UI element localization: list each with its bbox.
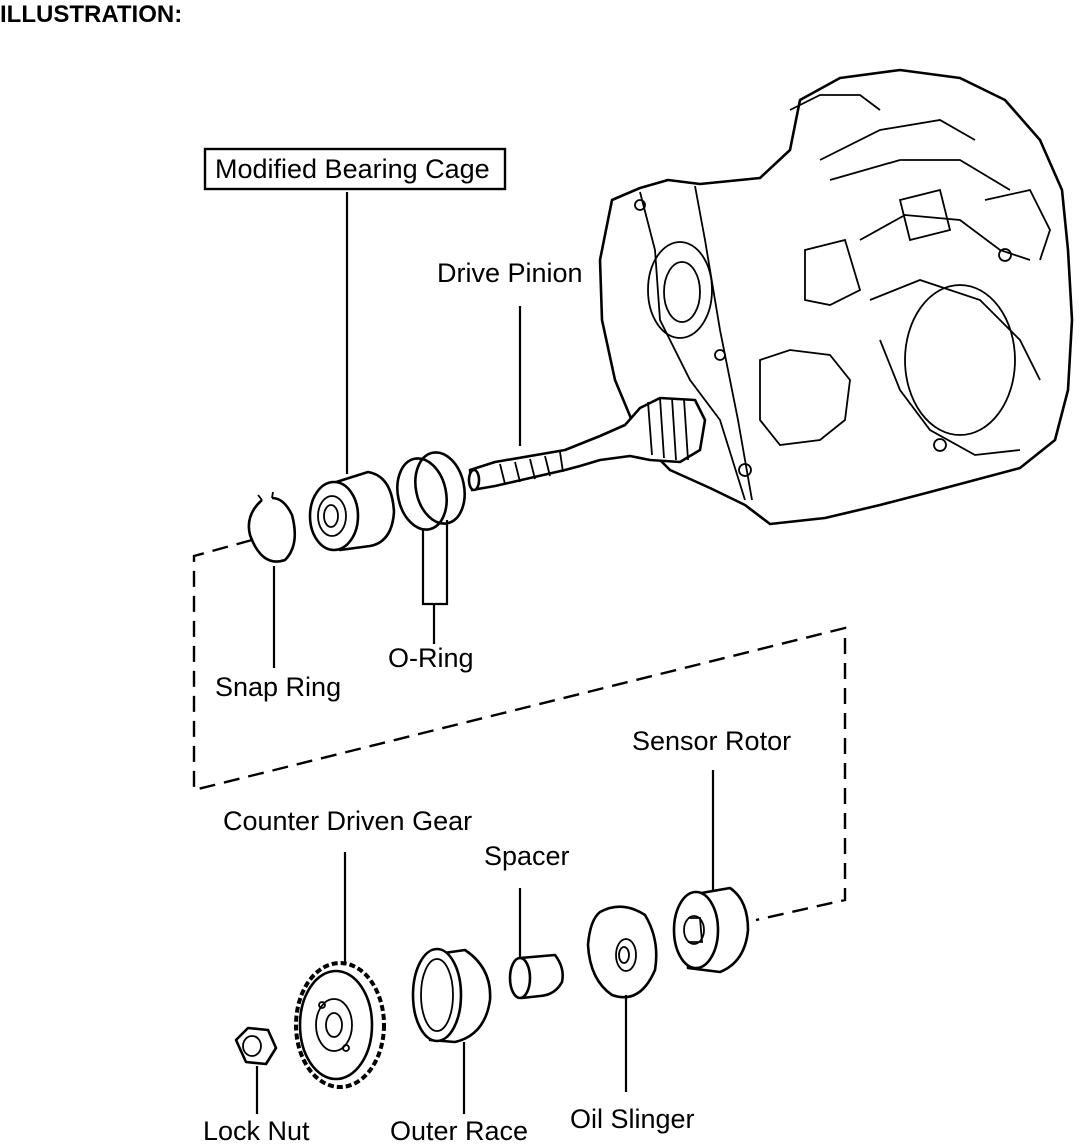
label-oil-slinger: Oil Slinger bbox=[570, 1104, 695, 1134]
counter-driven-gear-part bbox=[294, 961, 386, 1089]
sensor-rotor-part bbox=[672, 886, 750, 974]
label-snap-ring: Snap Ring bbox=[215, 672, 341, 702]
snap-ring-part bbox=[247, 491, 297, 563]
label-modified-bearing-cage: Modified Bearing Cage bbox=[215, 154, 490, 184]
lock-nut-part bbox=[234, 1026, 278, 1066]
transaxle-case bbox=[598, 68, 1074, 526]
assembly-path-upper bbox=[192, 538, 847, 922]
drive-pinion-part bbox=[467, 396, 707, 492]
bearing-cage-part bbox=[308, 470, 396, 552]
modified-bearing-cage-box bbox=[203, 147, 507, 191]
label-sensor-rotor: Sensor Rotor bbox=[632, 726, 791, 756]
label-counter-driven-gear: Counter Driven Gear bbox=[223, 806, 472, 836]
label-o-ring: O-Ring bbox=[388, 643, 474, 673]
leader-lines bbox=[255, 192, 715, 1114]
outer-race-part bbox=[411, 947, 492, 1044]
o-ring-part bbox=[396, 451, 466, 531]
label-lock-nut: Lock Nut bbox=[203, 1116, 310, 1146]
label-outer-race: Outer Race bbox=[390, 1116, 528, 1146]
oil-slinger-part bbox=[586, 905, 658, 999]
illustration-heading: ILLUSTRATION: bbox=[0, 1, 182, 28]
label-drive-pinion: Drive Pinion bbox=[437, 258, 583, 288]
label-spacer: Spacer bbox=[484, 841, 570, 871]
spacer-part bbox=[508, 953, 564, 1000]
